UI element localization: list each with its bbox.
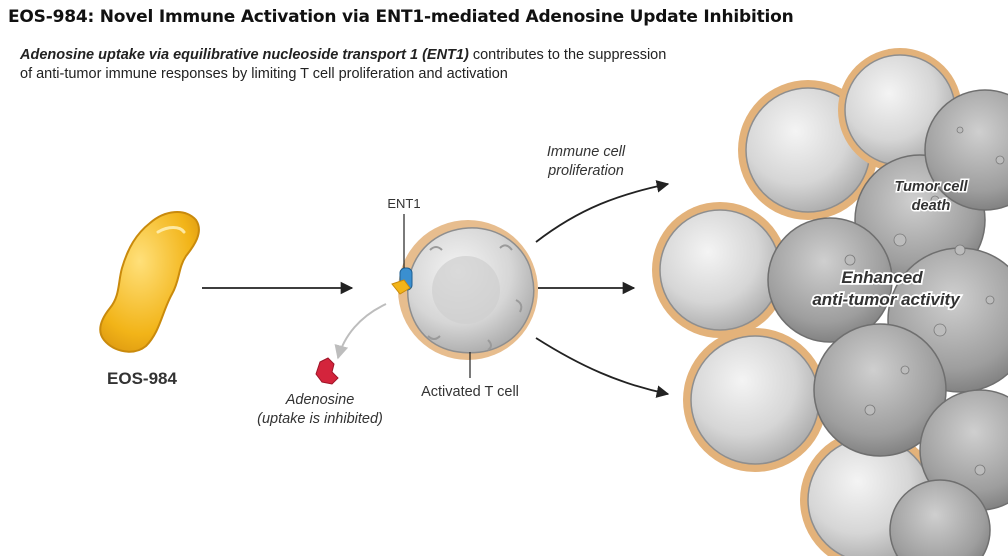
tumor-death-label-line2: death: [912, 198, 951, 214]
proliferation-label-line1: Immune cell: [547, 144, 626, 160]
adenosine-note-label: (uptake is inhibited): [257, 411, 383, 427]
enhanced-label-line1: Enhanced: [841, 268, 923, 287]
proliferation-arrow-top: [535, 180, 670, 243]
enhanced-label-line2: anti-tumor activity: [812, 290, 961, 309]
subtitle-emphasis: Adenosine uptake via equilibrative nucle…: [20, 47, 469, 63]
page-title: EOS-984: Novel Immune Activation via ENT…: [8, 7, 794, 27]
activated-t-cell-icon: [398, 220, 538, 360]
adenosine-blocked-arrow: [334, 303, 387, 360]
adenosine-label: Adenosine: [285, 392, 355, 408]
subtitle: Adenosine uptake via equilibrative nucle…: [20, 46, 780, 84]
t-cell-label: Activated T cell: [421, 384, 519, 400]
eos-984-label: EOS-984: [107, 369, 177, 388]
ent1-transporter-icon: [391, 267, 413, 295]
proliferation-label-line2: proliferation: [547, 163, 624, 179]
adenosine-molecule-icon: [315, 357, 339, 385]
eos-984-molecule-icon: [99, 211, 200, 353]
tumor-death-label-line1: Tumor cell: [894, 179, 968, 195]
subtitle-line1-rest: contributes to the suppression: [468, 47, 667, 63]
subtitle-line2: of anti-tumor immune responses by limiti…: [20, 66, 508, 82]
proliferation-arrow-bottom: [535, 337, 670, 398]
ent1-label: ENT1: [387, 196, 420, 211]
tumor-cell-cluster-icon: [652, 48, 1008, 556]
